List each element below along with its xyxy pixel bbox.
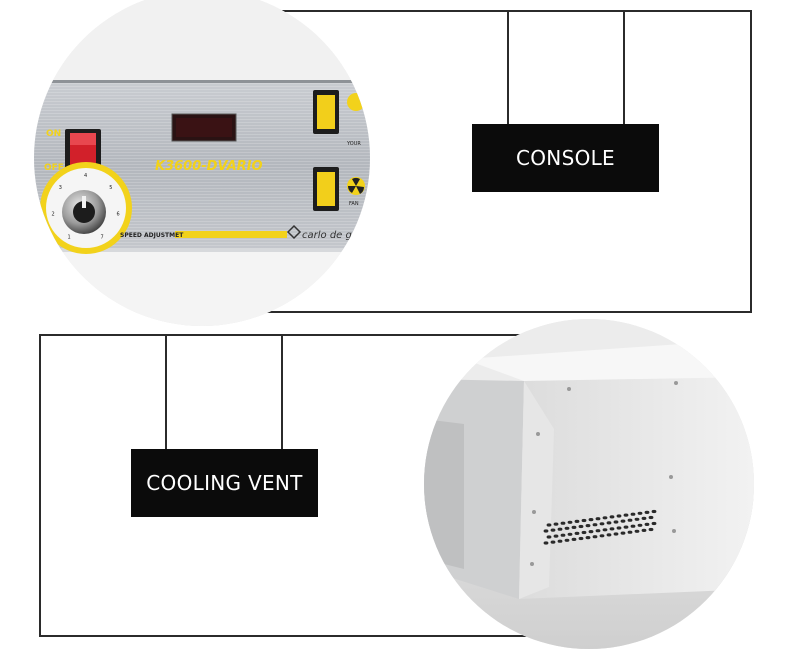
speed-label: SPEED ADJUSTMET (120, 232, 184, 239)
dial-number: 4 (84, 173, 87, 179)
vent-hole (571, 537, 577, 541)
vent-hole (613, 532, 619, 536)
vent-hole (620, 531, 626, 535)
vent-hole (585, 524, 591, 528)
vent-hole (620, 519, 626, 523)
vent-hole (613, 520, 619, 524)
cooling-vent-label: COOLING VENT (131, 449, 318, 517)
vent-hole (578, 536, 584, 541)
brand-name: carlo de gio (302, 230, 361, 241)
vent-hole (546, 535, 552, 539)
console-connector-right (623, 10, 625, 126)
vent-hole (557, 527, 563, 531)
fan-caption: FAN (349, 201, 359, 207)
machine-top (464, 339, 754, 381)
vent-hole (644, 510, 650, 514)
vent-hole (602, 528, 608, 532)
vent-hole (571, 525, 577, 529)
vent-hole (644, 522, 650, 526)
vent-hole (651, 521, 657, 526)
vent-hole (641, 528, 647, 532)
vent-hole (630, 524, 636, 528)
vent-hole (560, 533, 566, 537)
vent-hole (637, 523, 643, 527)
vent-hole (616, 526, 622, 530)
vent-hole (585, 536, 591, 540)
vent-hole (550, 528, 556, 532)
vent-hole (546, 523, 552, 527)
vent-hole (588, 518, 594, 522)
vent-hole (648, 515, 654, 520)
vent-hole (630, 512, 636, 516)
console-photo-art: ON OFF K3600-DVARIO SPEED ADJUSTMET carl… (34, 0, 370, 326)
speed-bar (175, 231, 287, 238)
vent-hole (550, 540, 556, 544)
console-connector-left (507, 10, 509, 126)
vent-hole (560, 521, 566, 525)
vent-hole (609, 527, 615, 531)
vent-hole (651, 509, 657, 514)
vent-hole (602, 516, 608, 520)
cooling-vent-art (424, 319, 754, 649)
vent-hole (599, 522, 605, 526)
vent-hole (553, 522, 559, 526)
vent-hole (606, 533, 612, 537)
vent-hole (567, 532, 573, 536)
vent-hole (623, 513, 629, 517)
vent-hole (592, 523, 598, 527)
vent-hole (627, 518, 633, 522)
dial-number: 3 (59, 185, 62, 191)
vent-hole (564, 526, 570, 530)
dial-number: 6 (116, 212, 119, 218)
vent-hole (616, 514, 622, 518)
vent-hole (574, 531, 580, 535)
brand-logo-icon (286, 224, 302, 240)
dial-number: 1 (68, 235, 71, 241)
vent-connector-right (281, 334, 283, 450)
vent-hole (599, 534, 605, 538)
dial-number: 5 (109, 185, 112, 191)
vent-hole (543, 529, 549, 533)
vent-hole (553, 534, 559, 538)
vent-hole (637, 511, 643, 515)
vent-hole (595, 517, 601, 521)
model-name: K3600-DVARIO (155, 159, 263, 174)
vent-hole (609, 515, 615, 519)
vent-hole (567, 520, 573, 524)
switch-on-label: ON (46, 129, 61, 139)
vent-hole (564, 538, 570, 542)
vent-hole (595, 529, 601, 533)
vent-hole (623, 525, 629, 529)
console-label: CONSOLE (472, 124, 659, 192)
vent-hole (606, 521, 612, 525)
vent-hole (641, 516, 647, 520)
vent-hole (634, 529, 640, 533)
switch-off-label: OFF (44, 163, 64, 173)
vent-hole (634, 517, 640, 521)
vent-hole (581, 518, 587, 523)
cooling-vent-photo (424, 319, 754, 649)
machine-side (519, 377, 754, 599)
vent-hole (581, 530, 587, 535)
dial-number: 7 (101, 235, 104, 241)
vent-hole (557, 539, 563, 543)
vent-hole (543, 541, 549, 545)
vent-hole (592, 535, 598, 539)
dial-number: 2 (52, 212, 55, 218)
vent-hole (574, 519, 580, 523)
vent-grille (543, 509, 657, 545)
vent-hole (648, 527, 654, 532)
vent-hole (578, 524, 584, 529)
vent-connector-left (165, 334, 167, 450)
console-photo: ON OFF K3600-DVARIO SPEED ADJUSTMET carl… (34, 0, 370, 326)
vent-hole (627, 530, 633, 534)
vent-hole (588, 530, 594, 534)
light-caption: YOUR (346, 141, 361, 147)
